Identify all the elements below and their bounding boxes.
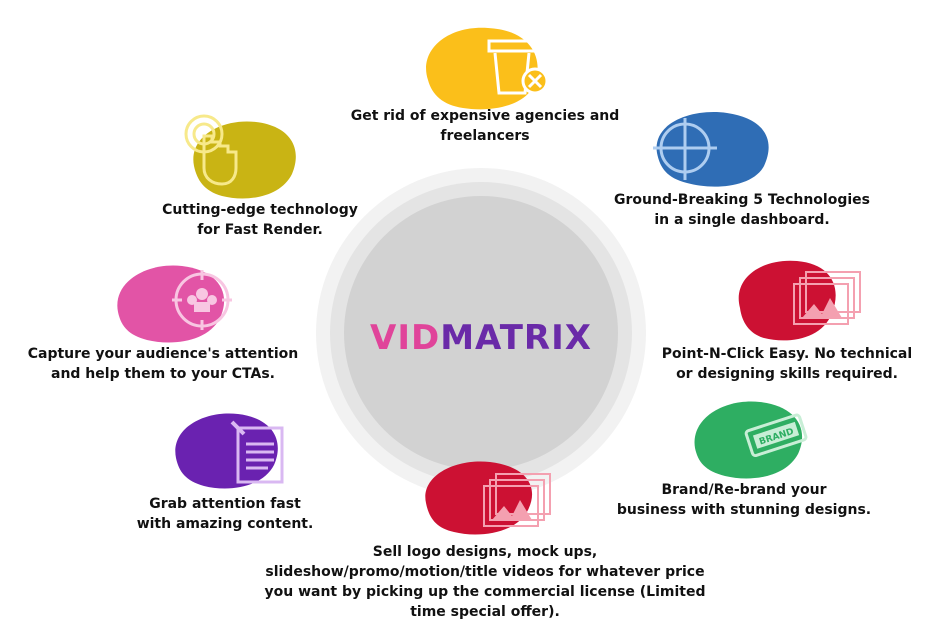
logo-part-matrix: MATRIX [440,318,592,358]
blob-red [738,260,836,341]
blob-yellow [426,27,538,110]
feature-agencies-text: Get rid of expensive agencies and freela… [350,108,620,144]
crosshair-icon [653,118,717,180]
feature-brand-text: Brand/Re-brand your business with stunni… [616,482,872,518]
feature-content-text: Grab attention fast with amazing content… [136,496,314,532]
feature-audience-text: Capture your audience's attention and he… [27,346,299,382]
vidmatrix-logo: VIDMATRIX [316,318,646,358]
brand-tag-icon: BRAND [744,413,808,458]
blob-pink [117,265,225,343]
feature-point-click-text: Point-N-Click Easy. No technical or desi… [661,346,913,382]
feature-render-text: Cutting-edge technology for Fast Render. [162,202,358,238]
blob-purple [175,413,278,489]
touch-icon [184,114,238,186]
feature-technologies-text: Ground-Breaking 5 Technologies in a sing… [614,192,870,228]
image-stack-icon [793,271,861,325]
trash-cancel-icon [487,39,549,95]
document-icon [230,420,284,484]
logo-part-vid: VID [370,318,441,358]
image-stack-icon [483,473,551,527]
audience-target-icon [172,270,232,330]
feature-sell-text: Sell logo designs, mock ups, slideshow/p… [264,544,706,620]
center-circle: VIDMATRIX [316,168,646,498]
